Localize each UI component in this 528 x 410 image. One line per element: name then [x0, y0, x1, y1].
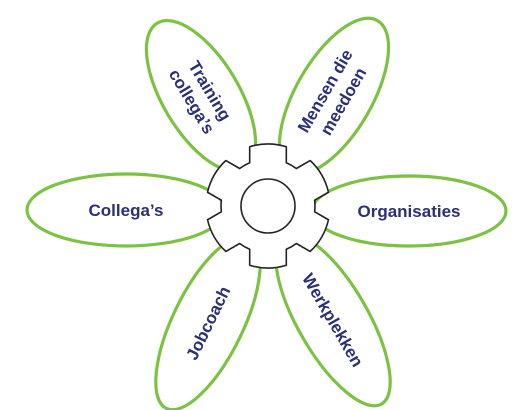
petal-collegas-label: Collega’s [89, 201, 164, 220]
petal-jobcoach: Jobcoach [154, 234, 262, 410]
petal-organisaties-label: Organisaties [358, 202, 461, 221]
gear-center-hole [240, 178, 296, 234]
petal-organisaties: Organisaties [310, 174, 508, 248]
petal-training: Trainingcollega’s [144, 18, 258, 174]
gear-icon [206, 143, 330, 269]
petal-organisaties-label-line: Organisaties [358, 202, 461, 221]
petal-collegas-label-line: Collega’s [89, 201, 164, 220]
petal-collegas: Collega’s [25, 172, 227, 248]
petal-mensen: Mensen diemeedoen [277, 16, 391, 176]
